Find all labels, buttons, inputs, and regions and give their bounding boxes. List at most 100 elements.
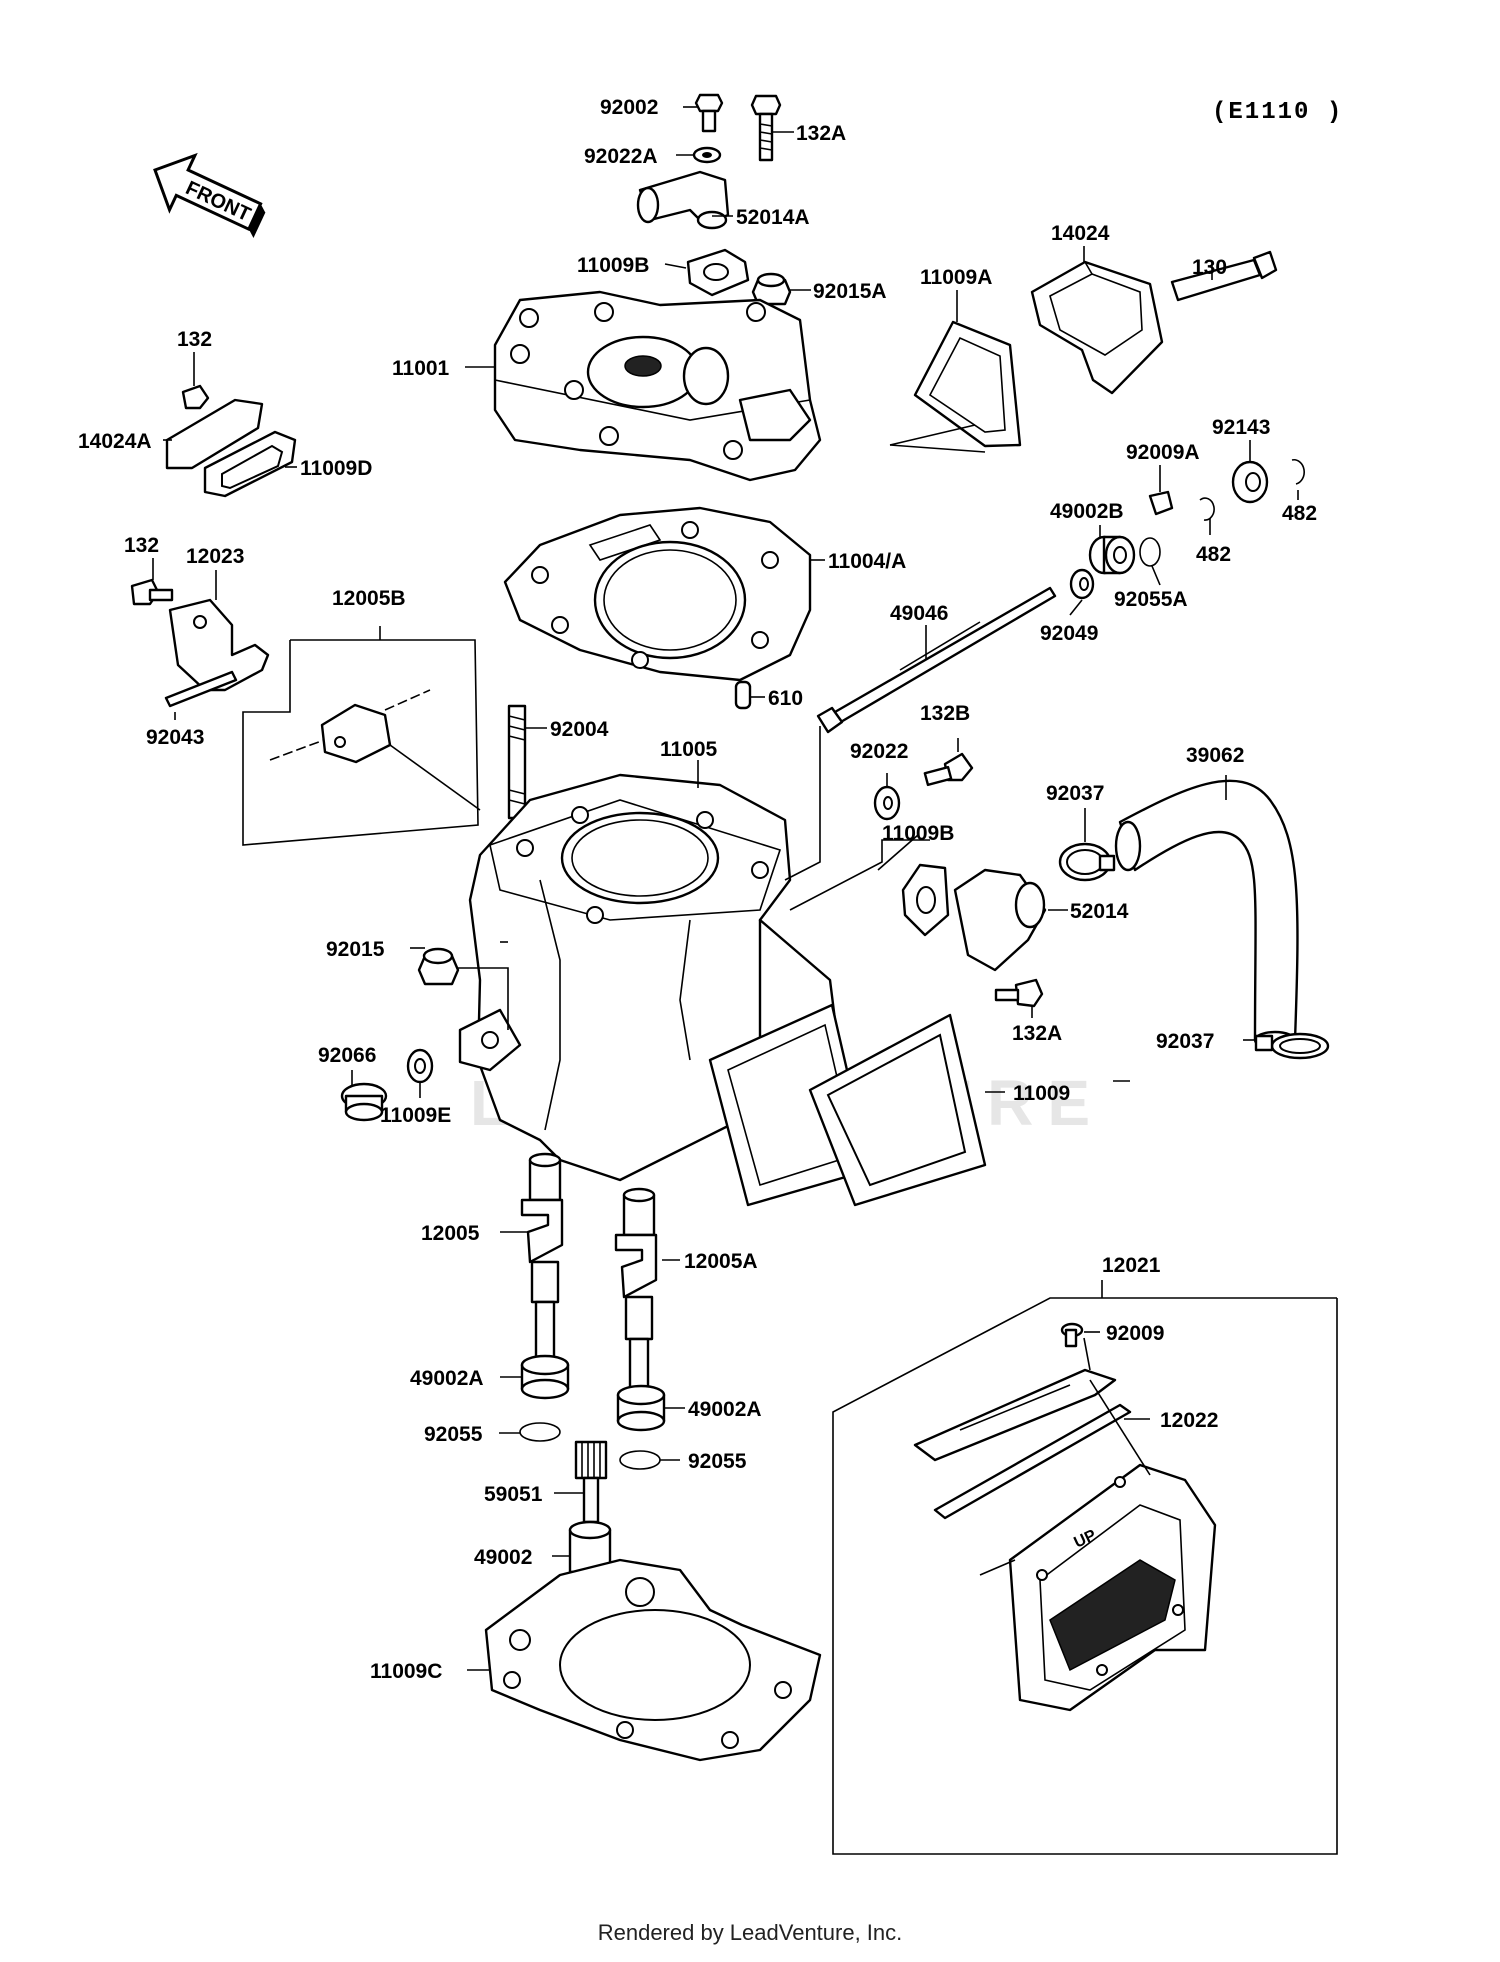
label-12022: 12022 [1160, 1409, 1218, 1432]
label-610: 610 [768, 687, 803, 710]
label-11001: 11001 [392, 357, 450, 380]
seal-49002 [568, 1520, 612, 1574]
label-92004: 92004 [550, 718, 609, 741]
label-92002: 92002 [600, 96, 658, 119]
label-92143: 92143 [1212, 416, 1270, 439]
gasket-11009A [889, 320, 1022, 453]
footer-credit: Rendered by LeadVenture, Inc. [597, 1920, 903, 1945]
washer-92022 [873, 785, 901, 821]
bushing-92143 [1231, 460, 1269, 504]
label-92037-bottom: 92037 [1156, 1030, 1214, 1053]
label-92015A: 92015A [813, 280, 887, 303]
valve-12005A [614, 1187, 658, 1393]
label-92043: 92043 [146, 726, 204, 749]
bolt-132B [923, 752, 974, 787]
water-outlet-52014 [953, 868, 1047, 972]
seal-49002A-left [520, 1354, 570, 1400]
label-92037-top: 92037 [1046, 782, 1104, 805]
label-11009: 11009 [1013, 1082, 1070, 1105]
label-92022A: 92022A [584, 145, 658, 168]
bolt-130 [1170, 250, 1278, 302]
clip-482-a [1291, 458, 1305, 485]
label-92015: 92015 [326, 938, 385, 961]
bracket-12023 [168, 598, 270, 692]
label-12023: 12023 [186, 545, 244, 568]
clamp-92037-bottom [1254, 1032, 1330, 1060]
label-11009A: 11009A [920, 266, 992, 289]
label-92055A: 92055A [1114, 588, 1188, 611]
label-11009E: 11009E [380, 1104, 451, 1127]
base-gasket-11009C [484, 1558, 822, 1762]
bolt-132-mid [130, 578, 174, 606]
stud-92004 [507, 704, 527, 820]
label-12021: 12021 [1102, 1254, 1161, 1277]
label-92055-left: 92055 [424, 1423, 483, 1446]
bolt-132A-top [750, 94, 782, 162]
oring-92055-left [519, 1422, 561, 1442]
cylinder-11005 [458, 773, 842, 1182]
label-49002B: 49002B [1050, 500, 1124, 523]
bushing-92049 [1069, 568, 1095, 600]
dowel-610 [734, 680, 752, 710]
label-132-mid: 132 [124, 534, 159, 557]
gasket-11009D [203, 430, 297, 498]
label-14024: 14024 [1051, 222, 1110, 245]
clamp-92037-top [1058, 842, 1116, 882]
oring-92055A [1139, 537, 1161, 567]
label-52014: 52014 [1070, 900, 1129, 923]
nut-92015A [751, 272, 792, 306]
clip-482-b [1199, 497, 1215, 521]
label-482-a: 482 [1282, 502, 1317, 525]
label-12005B: 12005B [332, 587, 406, 610]
valve-12005 [520, 1152, 564, 1359]
diagram-code: (E1110 ) [1212, 99, 1343, 126]
label-49002A-left: 49002A [410, 1367, 484, 1390]
label-92009A: 92009A [1126, 441, 1200, 464]
label-49002: 49002 [474, 1546, 532, 1569]
hose-39062 [1114, 779, 1299, 1050]
head-gasket-11004A [503, 506, 812, 682]
label-92066: 92066 [318, 1044, 376, 1067]
label-92049: 92049 [1040, 622, 1098, 645]
reed-block-12021: UP [979, 1463, 1217, 1712]
label-11009B-top: 11009B [577, 254, 649, 277]
label-12005A: 12005A [684, 1250, 758, 1273]
label-92022: 92022 [850, 740, 908, 763]
label-59051: 59051 [484, 1483, 543, 1506]
reed-petal-12022 [913, 1368, 1132, 1520]
label-49002A-right: 49002A [688, 1398, 762, 1421]
seal-49002B [1088, 535, 1136, 575]
oring-92055-right [619, 1450, 661, 1470]
washer-11009E [406, 1048, 434, 1084]
label-92055-right: 92055 [688, 1450, 747, 1473]
label-132A-top: 132A [796, 122, 846, 145]
inset-box-12021 [832, 1297, 1338, 1855]
inset-box-12005B [242, 639, 479, 846]
label-11005: 11005 [660, 738, 718, 761]
nut-92015 [417, 947, 460, 986]
label-482-b: 482 [1196, 543, 1231, 566]
label-11009C: 11009C [370, 1660, 442, 1683]
bolt-132A-mid [994, 978, 1044, 1008]
label-12005: 12005 [421, 1222, 480, 1245]
cover-14024 [1030, 260, 1164, 395]
label-39062: 39062 [1186, 744, 1244, 767]
label-132B: 132B [920, 702, 970, 725]
label-132A-mid: 132A [1012, 1022, 1062, 1045]
label-11009B-mid: 11009B [882, 822, 954, 845]
water-outlet-52014A [636, 170, 730, 230]
label-132-top: 132 [177, 328, 212, 351]
label-92009: 92009 [1106, 1322, 1164, 1345]
gear-59051 [574, 1440, 608, 1524]
bolt-92009A [1148, 490, 1174, 516]
label-11004A: 11004/A [828, 550, 906, 573]
bolt-132-top [181, 384, 210, 410]
bolt-92009 [1060, 1322, 1084, 1348]
plug-92066 [340, 1082, 388, 1122]
plate-14024A [165, 398, 264, 470]
front-arrow-icon: FRONT [153, 152, 266, 238]
leader-lines [152, 106, 1299, 1671]
gasket-11009B-top [686, 248, 750, 297]
gasket-11009B-mid [901, 863, 950, 937]
